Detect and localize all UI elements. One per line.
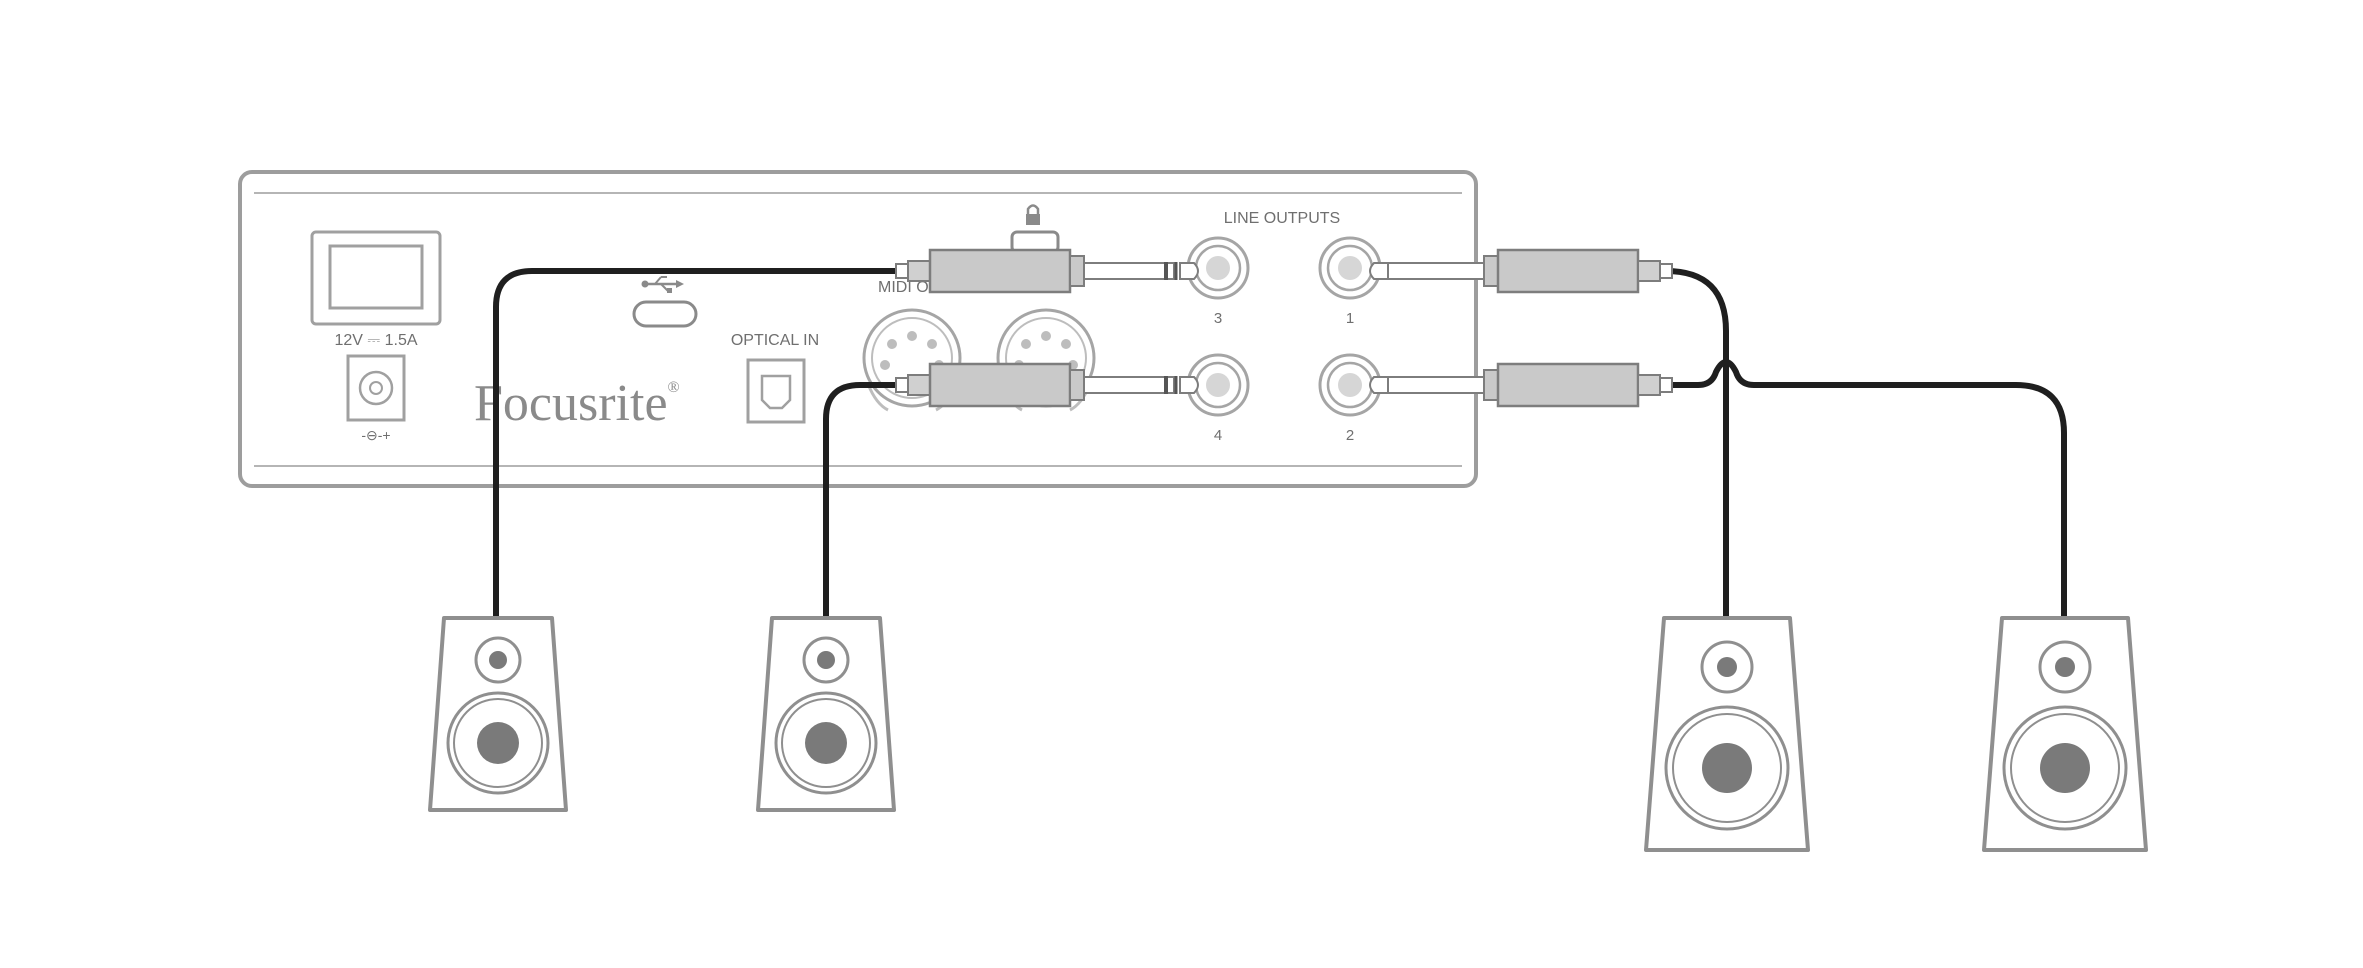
line-output-3-label: 3 <box>1214 310 1222 327</box>
power-rating-label: 12V ⎓ 1.5A <box>334 332 417 349</box>
jack-plug-output-1 <box>1369 248 1673 294</box>
brand-logo: Focusrite® <box>474 375 680 432</box>
jack-plug-output-3 <box>895 248 1199 294</box>
usb-c-port[interactable] <box>632 300 698 328</box>
interface-rear-panel <box>238 170 1478 488</box>
cable-output-2 <box>1663 359 2067 621</box>
brand-registered: ® <box>668 379 680 396</box>
cable-output-4 <box>823 382 905 621</box>
speaker-1 <box>428 616 568 812</box>
cable-output-3 <box>493 268 905 621</box>
usb-icon <box>641 276 684 293</box>
line-output-2[interactable] <box>1318 353 1382 417</box>
speaker-3 <box>1644 616 1810 852</box>
jack-plug-output-4 <box>895 362 1199 408</box>
dc-power-socket[interactable] <box>346 354 406 422</box>
line-output-4[interactable] <box>1186 353 1250 417</box>
line-outputs-label: LINE OUTPUTS <box>1224 210 1340 227</box>
jack-plug-output-2 <box>1369 362 1673 408</box>
brand-wordmark: Focusrite <box>474 375 668 432</box>
cable-output-1 <box>1663 268 1729 621</box>
line-output-2-label: 2 <box>1346 427 1354 444</box>
lock-icon <box>1026 204 1040 225</box>
speaker-2 <box>756 616 896 812</box>
power-switch[interactable] <box>310 230 442 326</box>
optical-in-port[interactable] <box>746 358 806 424</box>
optical-in-label: OPTICAL IN <box>731 332 819 349</box>
line-output-1-label: 1 <box>1346 310 1354 327</box>
line-output-4-label: 4 <box>1214 427 1222 444</box>
polarity-label: -⊖-+ <box>361 427 390 443</box>
speaker-4 <box>1982 616 2148 852</box>
line-output-1[interactable] <box>1318 236 1382 300</box>
